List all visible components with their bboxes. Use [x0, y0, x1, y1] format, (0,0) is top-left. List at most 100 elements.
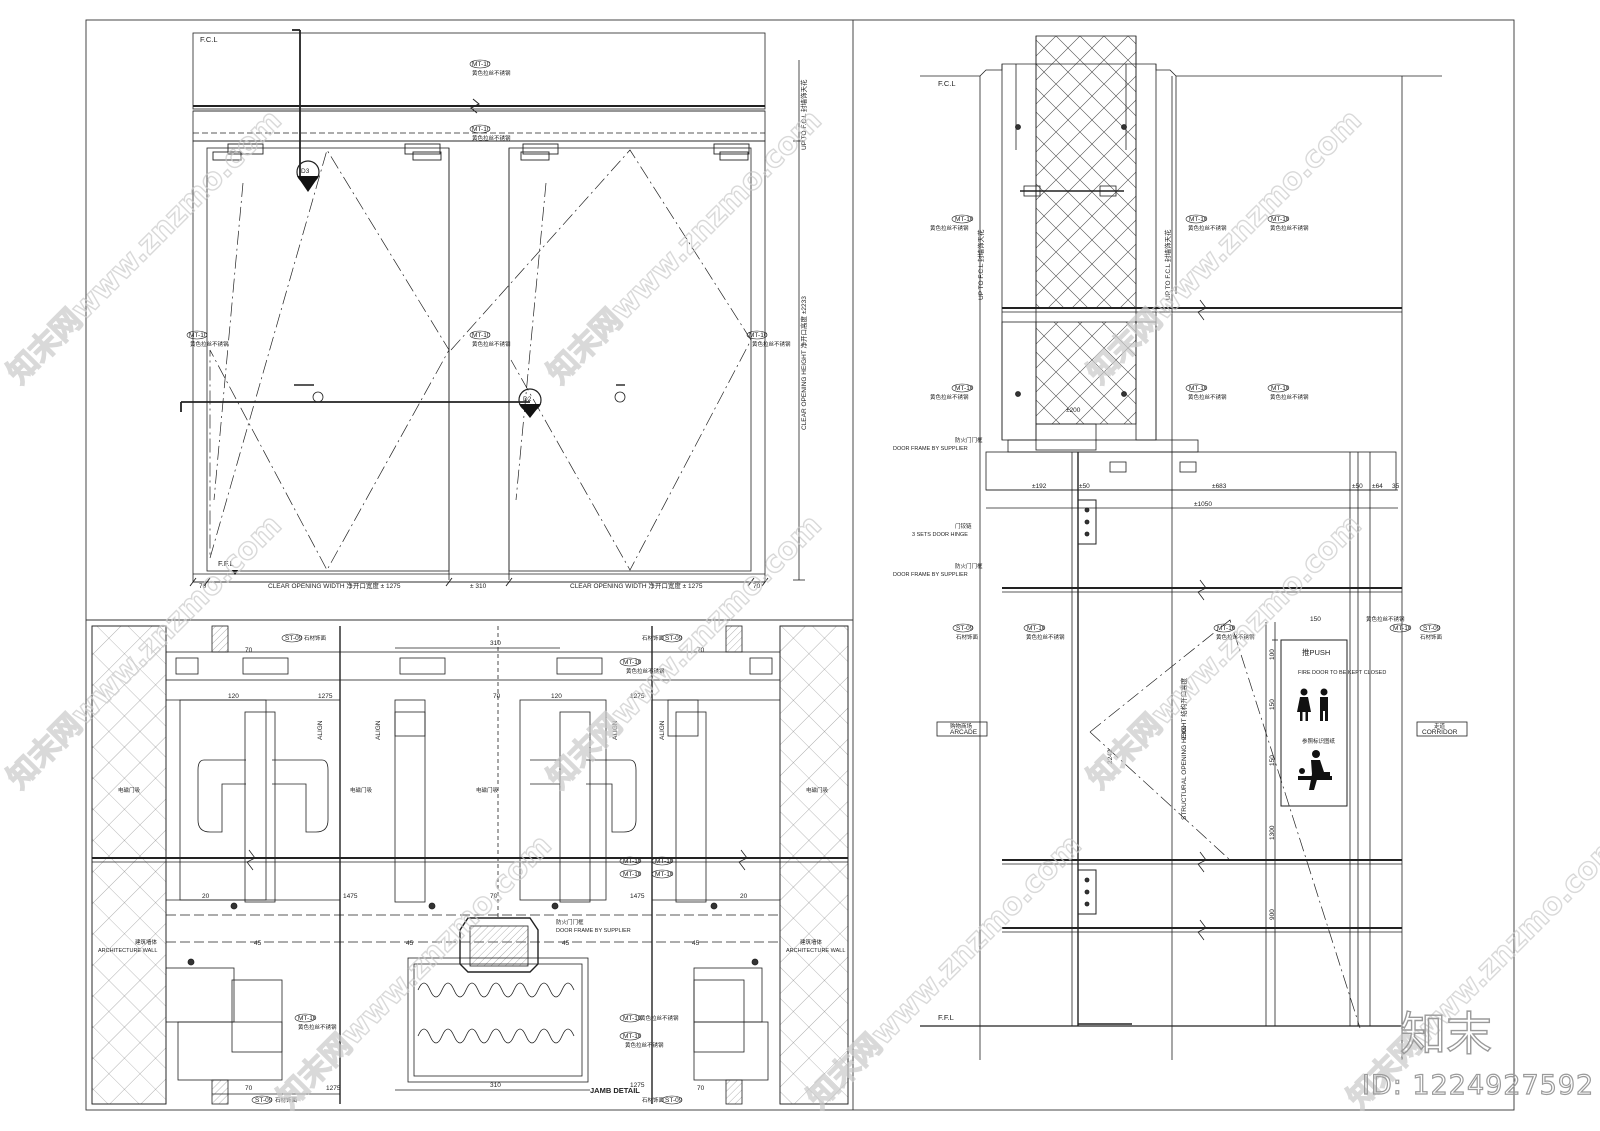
dim-20: 20: [740, 893, 748, 900]
brand-logo-text: 知末: [1400, 1007, 1492, 1061]
dim-1300: 1300: [1269, 825, 1276, 840]
clear-opening-height-label: CLEAR OPENING HEIGHT 净开口高度 ±2233: [799, 296, 808, 430]
mt10-tag: MT-10: [1189, 385, 1208, 392]
mt10-tag: MT-10: [623, 871, 642, 878]
dim-70: 70: [245, 647, 253, 654]
hinge-label: 3 SETS DOOR HINGE: [912, 532, 968, 538]
dim-310: 310: [490, 640, 501, 647]
dim-683: ±683: [1212, 483, 1227, 490]
material-note: 黄色拉丝不锈钢: [1366, 615, 1405, 623]
st09-tag: ST-09: [285, 635, 303, 642]
st09-tag: ST-09: [956, 625, 974, 632]
up-to-fcl-label: UP TO F.C.L 封墙饰天花: [976, 229, 985, 300]
mt10-tag: MT-10: [623, 858, 642, 865]
dim-2242: 2242: [1107, 749, 1114, 764]
material-note: 黄色拉丝不锈钢: [625, 1041, 664, 1049]
jamb-detail-title: JAMB DETAIL: [590, 1086, 640, 1095]
dim-900: 900: [1269, 909, 1276, 920]
door-frame-supplier: DOOR FRAME BY SUPPLIER: [893, 446, 968, 452]
up-to-fcl-label: UP TO F.C.L 封墙饰天花: [799, 79, 808, 150]
dim-45: 45: [692, 940, 700, 947]
dim-64: ±64: [1372, 483, 1383, 490]
dim-310: 310: [490, 1082, 501, 1089]
baby-changing-icon: [1298, 750, 1332, 790]
arch-wall-label: ARCHITECTURE WALL: [98, 948, 157, 954]
mt10-tag: MT-10: [472, 61, 491, 68]
dim-1475: 1475: [343, 893, 358, 900]
mt10-tag: MT-10: [298, 1015, 317, 1022]
ffl-label: F.F.L: [938, 1013, 954, 1022]
sign-panel-note: 参照标识图纸: [1302, 737, 1336, 745]
stone-note: 石材饰面: [304, 634, 327, 642]
dim-1275: 1275: [326, 1085, 341, 1092]
mt10-tag: MT-10: [1189, 216, 1208, 223]
mt10-tag: MT-10: [1393, 625, 1412, 632]
material-note: 黄色拉丝不锈钢: [1270, 224, 1309, 232]
dim-70: 70: [245, 1085, 253, 1092]
fcl-label: F.C.L: [938, 79, 956, 88]
dim-120: 120: [228, 693, 239, 700]
mt10-tag: MT-10: [623, 1033, 642, 1040]
clear-opening-width-label: CLEAR OPENING WIDTH 净开口宽度 ± 1275: [570, 581, 703, 590]
material-note: 黄色拉丝不锈钢: [1216, 633, 1255, 641]
mt10-tag: MT-10: [1271, 385, 1290, 392]
dim-200: ±200: [1066, 407, 1081, 414]
dim-70: 70: [199, 583, 207, 590]
section-tag-d2: D2: [523, 396, 532, 403]
align-label: ALIGN: [659, 720, 666, 740]
material-note: 黄色拉丝不锈钢: [752, 340, 791, 348]
fire-frame-cn: 防火门门框: [556, 918, 584, 926]
material-note: 黄色拉丝不锈钢: [930, 224, 969, 232]
restroom-icon: [1297, 688, 1328, 721]
material-note: 黄色拉丝不锈钢: [1270, 393, 1309, 401]
stone-note: 石材饰面: [275, 1096, 298, 1104]
up-to-fcl-label: UP TO F.C.L 封墙饰天花: [1163, 229, 1172, 300]
dim-45: 45: [254, 940, 262, 947]
align-label: ALIGN: [317, 720, 324, 740]
mt10-tag: MT-10: [189, 332, 208, 339]
dim-45: 45: [562, 940, 570, 947]
magnetic-lock-label: 电磁门吸: [350, 786, 373, 794]
stone-note: 石材饰面: [1420, 633, 1443, 641]
material-note: 黄色拉丝不锈钢: [472, 340, 511, 348]
st09-tag: ST-09: [665, 635, 683, 642]
dim-70: 70: [697, 1085, 705, 1092]
dim-70: 70: [753, 583, 761, 590]
stone-note: 石材饰面: [642, 1096, 665, 1104]
dim-50: ±50: [1079, 483, 1090, 490]
dim-150: 150: [1269, 699, 1276, 710]
stone-note: 石材饰面: [956, 633, 979, 641]
section-panel: [920, 35, 1468, 1060]
dim-35: 35: [1392, 483, 1400, 490]
watermark-text: 知末网www.znzmo.com: [1, 103, 289, 391]
dim-1475: 1475: [630, 893, 645, 900]
magnetic-lock-label: 电磁门吸: [476, 786, 499, 794]
material-note: 黄色拉丝不锈钢: [1188, 224, 1227, 232]
fire-door-note: FIRE DOOR TO BE KEPT CLOSED: [1298, 670, 1386, 676]
ffl-label: F.F.L: [218, 559, 234, 568]
st09-tag: ST-09: [1423, 625, 1441, 632]
fcl-label: F.C.L: [200, 35, 218, 44]
arcade-cn: 购物商场: [950, 722, 973, 730]
align-label: ALIGN: [612, 720, 619, 740]
dim-50: ±50: [1352, 483, 1363, 490]
material-note: 黄色拉丝不锈钢: [930, 393, 969, 401]
sheet-frames: [85, 19, 1515, 1111]
door-frame-supplier: DOOR FRAME BY SUPPLIER: [893, 572, 968, 578]
mt10-tag: MT-10: [623, 1015, 642, 1022]
corridor-label: CORRIDOR: [1422, 729, 1458, 736]
dim-70: 70: [493, 693, 501, 700]
image-id: ID: 1224927592: [1362, 1070, 1594, 1101]
jamb-detail-labels: 70 70 310 1275 1275 120 120 70 1475 1475…: [98, 633, 845, 1105]
fire-frame-cn: 防火门门框: [955, 436, 983, 444]
material-note: 黄色拉丝不锈钢: [1026, 633, 1065, 641]
st09-tag: ST-09: [665, 1097, 683, 1104]
jamb-detail-panel: [91, 625, 849, 1105]
hinge-cn: 门铰链: [955, 522, 972, 530]
align-label: ALIGN: [375, 720, 382, 740]
structural-height-label: STRUCTURAL OPENING HEIGHT 结构开口高度: [1179, 677, 1188, 820]
arch-wall-cn: 建筑墙体: [135, 938, 158, 946]
fire-frame-cn: 防火门门框: [955, 562, 983, 570]
mt10-tag: MT-10: [1217, 625, 1236, 632]
